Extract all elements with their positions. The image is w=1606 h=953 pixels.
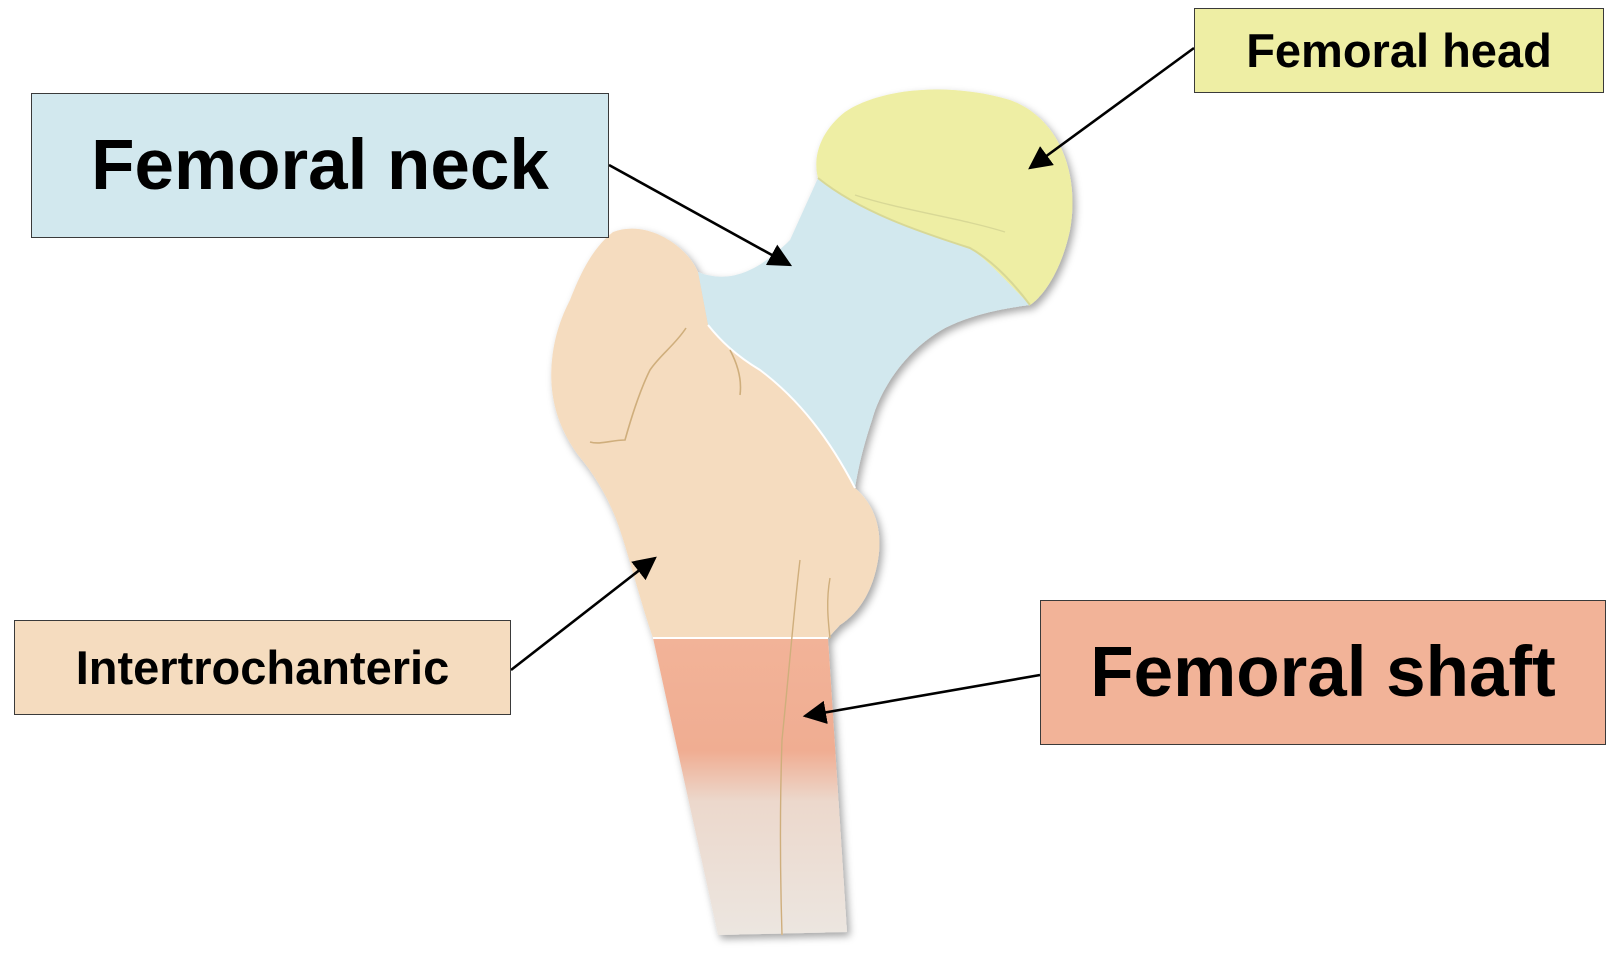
femoral-shaft-label: Femoral shaft	[1040, 600, 1606, 745]
arrow-icon	[511, 558, 655, 670]
arrow-icon	[805, 675, 1040, 716]
femoral-shaft-region	[653, 638, 847, 935]
femur-bone	[551, 90, 1072, 935]
intertrochanteric-label: Intertrochanteric	[14, 620, 511, 715]
arrow-icon	[1030, 48, 1194, 168]
femoral-head-label: Femoral head	[1194, 8, 1604, 93]
femoral-neck-label: Femoral neck	[31, 93, 609, 238]
